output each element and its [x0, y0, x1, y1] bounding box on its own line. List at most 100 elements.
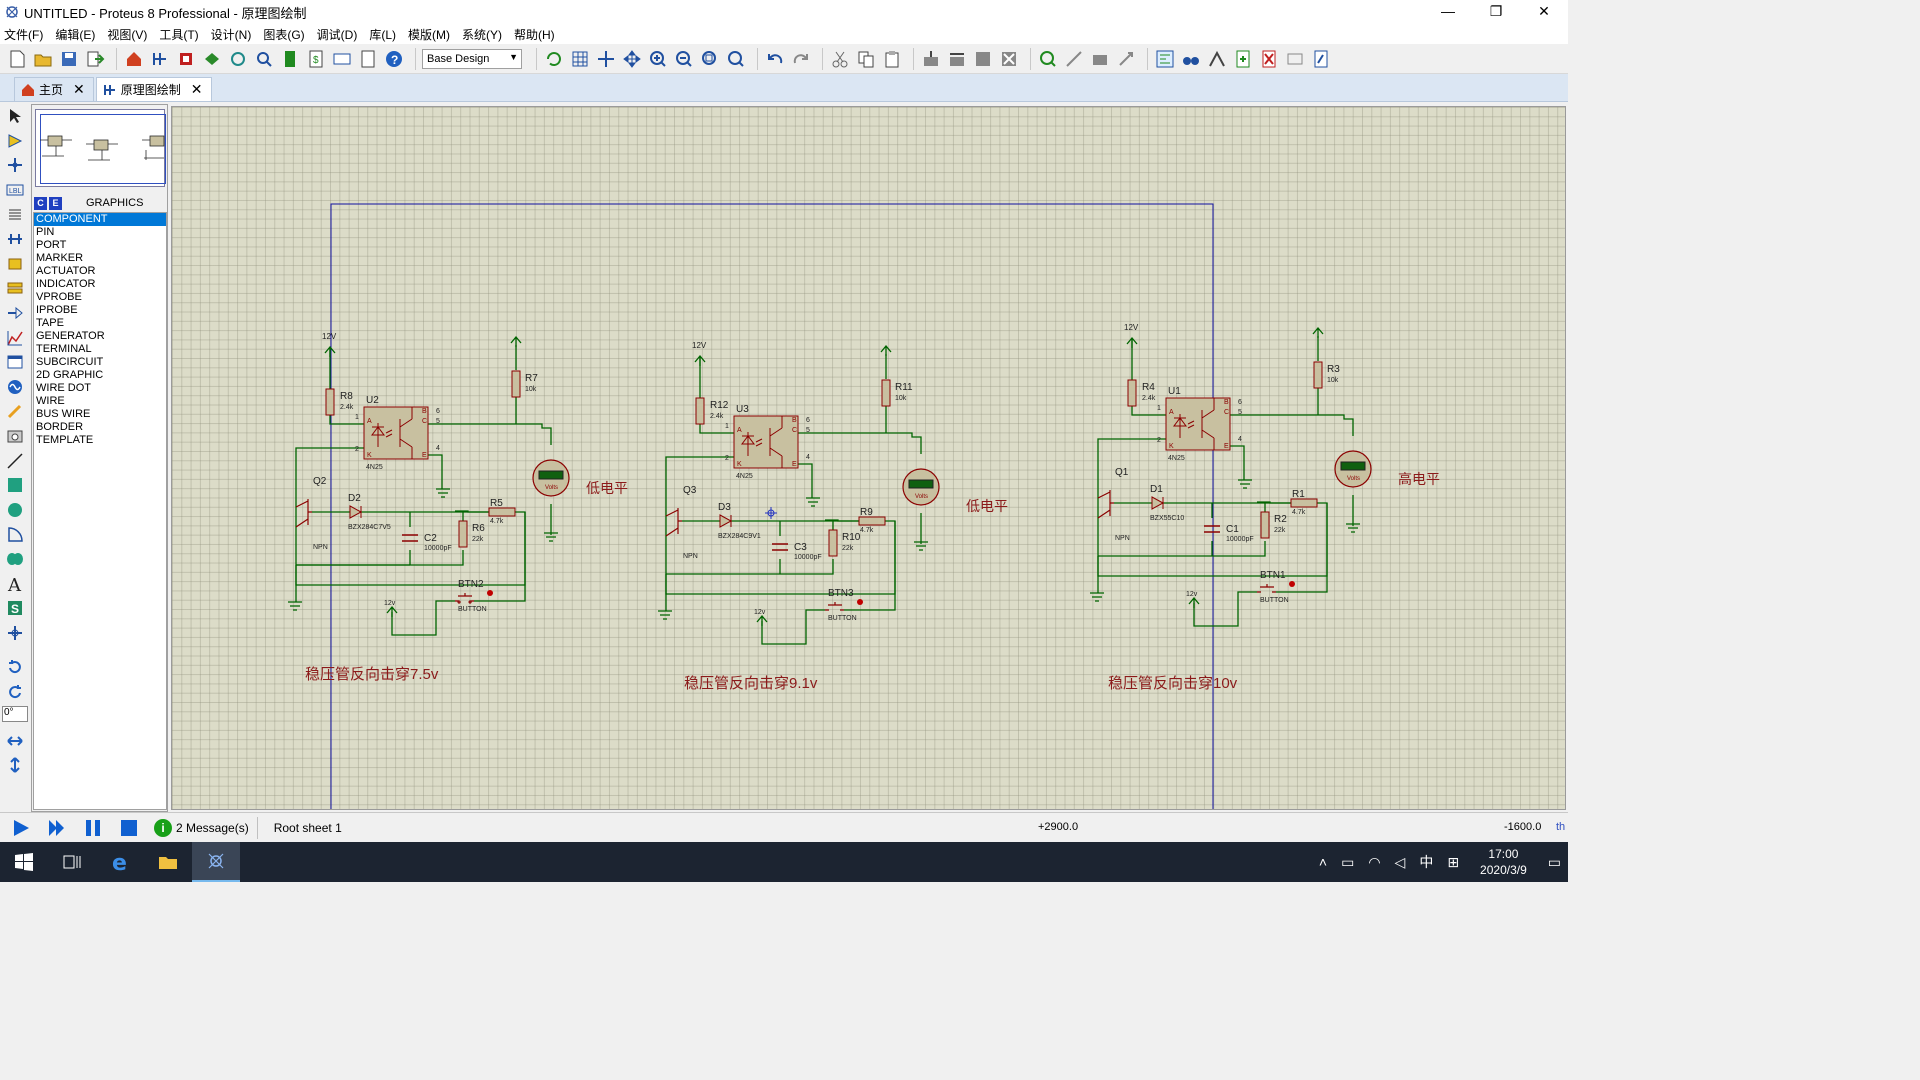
junction-dot-icon[interactable] — [0, 153, 30, 178]
remove-sheet-icon[interactable] — [1258, 48, 1280, 70]
resistor-r5[interactable] — [488, 507, 516, 517]
schematic-canvas[interactable]: 12V R8 2.4k U2 4N25 A K B C E 1 — [171, 106, 1566, 810]
menu-help[interactable]: 帮助(H) — [514, 27, 555, 42]
list-item[interactable]: MARKER — [36, 252, 84, 264]
voltage-probe-icon[interactable] — [0, 399, 30, 424]
rotate-clockwise-icon[interactable] — [0, 655, 30, 680]
zoom-out-icon[interactable] — [673, 48, 695, 70]
tab-schematic-close-icon[interactable]: ✕ — [190, 81, 203, 97]
binary-icon[interactable] — [331, 48, 353, 70]
units-indicator[interactable]: th — [1556, 821, 1566, 833]
line-icon[interactable] — [0, 448, 30, 473]
resistor-r9[interactable] — [858, 516, 886, 526]
resistor-r12[interactable] — [695, 397, 705, 425]
component-mode-icon[interactable] — [0, 129, 30, 154]
optocoupler-u2[interactable] — [363, 406, 429, 460]
list-item[interactable]: TAPE — [36, 317, 64, 329]
list-item[interactable]: SUBCIRCUIT — [36, 356, 104, 368]
zoom-area-icon[interactable] — [725, 48, 747, 70]
optocoupler-u1[interactable] — [1165, 397, 1231, 451]
wire-label-icon[interactable]: LBL — [0, 178, 30, 203]
button-indicator-icon[interactable] — [857, 599, 863, 605]
document-icon[interactable] — [357, 48, 379, 70]
block-move-icon[interactable] — [946, 48, 968, 70]
copy-icon[interactable] — [855, 48, 877, 70]
pushbutton-btn3[interactable] — [825, 602, 844, 611]
circle-icon[interactable] — [0, 498, 30, 523]
wifi-icon[interactable]: ◠ — [1368, 853, 1381, 870]
generator-icon[interactable] — [0, 375, 30, 400]
resistor-r8[interactable] — [325, 388, 335, 416]
menu-template[interactable]: 模版(M) — [408, 27, 450, 42]
netlist-icon[interactable] — [1310, 48, 1332, 70]
list-item[interactable]: 2D GRAPHIC — [36, 369, 104, 381]
proteus-taskbar-icon[interactable] — [192, 842, 240, 882]
power-terminal-icon[interactable] — [880, 344, 892, 356]
list-item[interactable]: ACTUATOR — [36, 265, 96, 277]
power-terminal-icon[interactable] — [756, 614, 768, 626]
block-copy-icon[interactable] — [920, 48, 942, 70]
save-icon[interactable] — [58, 48, 80, 70]
power-terminal-icon[interactable] — [1188, 596, 1200, 608]
zener-diode-d1[interactable] — [1151, 496, 1165, 510]
power-terminal-icon[interactable] — [694, 354, 706, 366]
resistor-r11[interactable] — [881, 379, 891, 407]
text-script-icon[interactable] — [0, 202, 30, 227]
resistor-r3[interactable] — [1313, 361, 1323, 389]
mode-e-button[interactable]: E — [49, 196, 62, 210]
menu-debug[interactable]: 调试(D) — [316, 27, 358, 42]
list-item[interactable]: WIRE — [36, 395, 65, 407]
block-delete-icon[interactable] — [998, 48, 1020, 70]
battery-icon[interactable]: ▭ — [1341, 853, 1355, 870]
zener-diode-d3[interactable] — [719, 514, 733, 528]
menu-tools[interactable]: 工具(T) — [159, 27, 199, 42]
power-terminal-icon[interactable] — [386, 605, 398, 617]
menu-file[interactable]: 文件(F) — [4, 27, 44, 42]
task-view-icon[interactable] — [48, 842, 96, 882]
list-item[interactable]: TEMPLATE — [36, 434, 94, 446]
pushbutton-btn1[interactable] — [1257, 584, 1276, 593]
menu-view[interactable]: 视图(V) — [107, 27, 148, 42]
mirror-y-icon[interactable] — [0, 753, 30, 778]
menu-library[interactable]: 库(L) — [369, 27, 396, 42]
symbol-icon[interactable]: S — [0, 596, 30, 621]
pcb-icon[interactable] — [175, 48, 197, 70]
device-pins-icon[interactable] — [0, 301, 30, 326]
resistor-r2[interactable] — [1260, 511, 1270, 539]
menu-design[interactable]: 设计(N) — [210, 27, 252, 42]
arc-icon[interactable] — [0, 522, 30, 547]
capacitor-c1[interactable] — [1204, 525, 1220, 533]
search-tag-icon[interactable] — [1180, 48, 1202, 70]
property-tool-icon[interactable] — [1206, 48, 1228, 70]
origin-icon[interactable] — [595, 48, 617, 70]
subcircuit-icon[interactable] — [0, 252, 30, 277]
power-terminal-icon[interactable] — [510, 335, 522, 347]
selection-mode-icon[interactable] — [0, 104, 30, 129]
power-terminal-icon[interactable] — [1126, 336, 1138, 348]
list-item[interactable]: BUS WIRE — [36, 408, 91, 420]
capacitor-c2[interactable] — [402, 534, 418, 542]
grid-icon[interactable] — [569, 48, 591, 70]
power-terminal-icon[interactable] — [1312, 326, 1324, 338]
overview-window[interactable] — [35, 109, 166, 187]
overview-viewport-box[interactable] — [40, 114, 166, 184]
resistor-r6[interactable] — [458, 520, 468, 548]
resistor-r10[interactable] — [828, 529, 838, 557]
menu-system[interactable]: 系统(Y) — [462, 27, 502, 42]
block-rotate-icon[interactable] — [972, 48, 994, 70]
undo-icon[interactable] — [764, 48, 786, 70]
path-icon[interactable] — [0, 547, 30, 572]
stop-button[interactable] — [114, 815, 144, 841]
menu-edit[interactable]: 编辑(E) — [55, 27, 96, 42]
3d-view-icon[interactable] — [201, 48, 223, 70]
list-item[interactable]: INDICATOR — [36, 278, 96, 290]
paste-icon[interactable] — [881, 48, 903, 70]
make-device-icon[interactable] — [1063, 48, 1085, 70]
list-item[interactable]: BORDER — [36, 421, 84, 433]
zoom-in-icon[interactable] — [647, 48, 669, 70]
new-file-icon[interactable] — [6, 48, 28, 70]
clock[interactable]: 17:00 2020/3/9 — [1480, 846, 1527, 878]
menu-graph[interactable]: 图表(G) — [263, 27, 305, 42]
box-icon[interactable] — [0, 473, 30, 498]
tab-home-close-icon[interactable]: ✕ — [73, 81, 85, 97]
